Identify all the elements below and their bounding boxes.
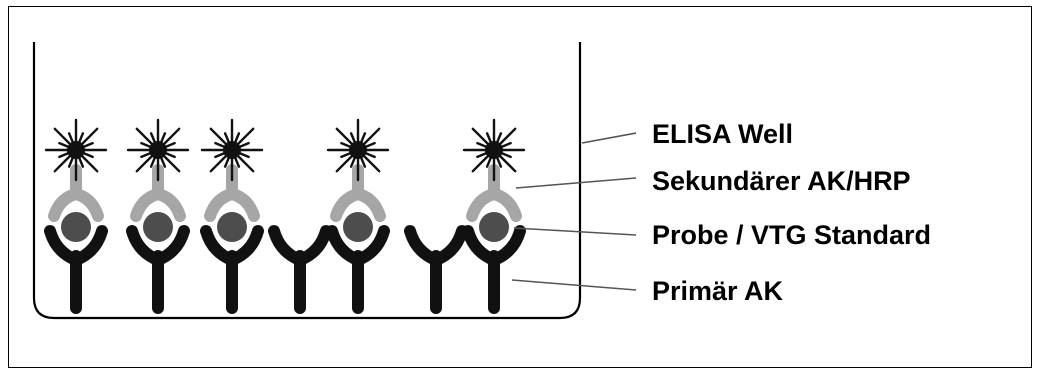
antigen-probe bbox=[217, 212, 247, 242]
label-elisa-well: ELISA Well bbox=[652, 119, 793, 149]
leader-line-elisa-well bbox=[581, 132, 637, 144]
primary-antibody bbox=[268, 225, 332, 314]
figure-frame bbox=[8, 6, 1032, 368]
antigen-probe bbox=[479, 212, 509, 242]
leader-line-primary-ak bbox=[511, 279, 637, 291]
primary-antibody bbox=[126, 225, 190, 314]
secondary-antibody-arms bbox=[330, 187, 386, 222]
leader-line-secondary-ak bbox=[515, 177, 637, 189]
signal-star bbox=[200, 118, 264, 182]
primary-antibody bbox=[200, 225, 264, 314]
signal-star-core bbox=[223, 141, 241, 159]
label-probe-standard: Probe / VTG Standard bbox=[652, 220, 931, 250]
signal-star bbox=[126, 118, 190, 182]
signal-star-core bbox=[149, 141, 167, 159]
label-primary-ak: Primär AK bbox=[652, 276, 784, 306]
secondary-antibody-arms bbox=[466, 187, 522, 222]
antigen-probe bbox=[143, 212, 173, 242]
secondary-antibody-arms bbox=[130, 187, 186, 222]
signal-star bbox=[326, 118, 390, 182]
signal-star-core bbox=[67, 141, 85, 159]
label-secondary-ak: Sekundärer AK/HRP bbox=[652, 166, 911, 196]
secondary-antibody-arms bbox=[204, 187, 260, 222]
antigen-probe bbox=[61, 212, 91, 242]
primary-antibody bbox=[404, 225, 468, 314]
primary-antibody bbox=[326, 225, 390, 314]
signal-star bbox=[44, 118, 108, 182]
signal-star-core bbox=[349, 141, 367, 159]
leader-line-probe-standard bbox=[513, 227, 637, 236]
elisa-well-outline bbox=[32, 42, 582, 320]
primary-antibody bbox=[44, 225, 108, 314]
primary-antibody bbox=[462, 225, 526, 314]
secondary-antibody-arms bbox=[48, 187, 104, 222]
signal-star-core bbox=[485, 141, 503, 159]
signal-star bbox=[462, 118, 526, 182]
antigen-probe bbox=[343, 212, 373, 242]
molecule-layer bbox=[44, 118, 526, 314]
